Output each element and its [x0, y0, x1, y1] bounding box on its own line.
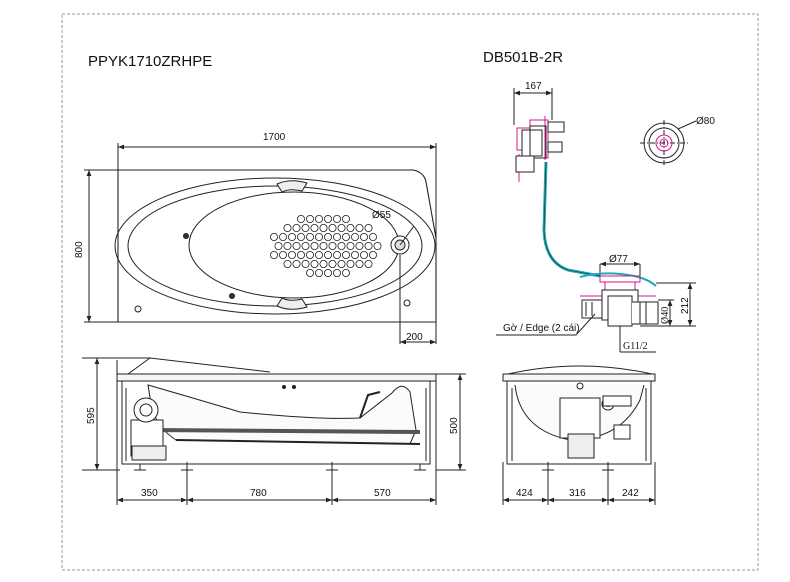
massage-dot-grid — [269, 214, 382, 277]
massage-dot — [278, 232, 287, 241]
massage-dot — [269, 250, 278, 259]
massage-dot — [283, 241, 292, 250]
massage-dot — [310, 241, 319, 250]
massage-dot — [355, 223, 364, 232]
massage-dot — [278, 250, 287, 259]
massage-dot — [305, 268, 314, 277]
massage-dot — [332, 214, 341, 223]
massage-dot — [283, 223, 292, 232]
dim-length: 1700 — [263, 132, 286, 143]
massage-dot — [346, 223, 355, 232]
massage-dot — [337, 259, 346, 268]
massage-dot — [350, 250, 359, 259]
massage-dot — [323, 214, 332, 223]
pipe-diameter-label: Ø40 — [660, 307, 671, 324]
massage-dot — [283, 259, 292, 268]
massage-dot — [341, 232, 350, 241]
tub-model-title: PPYK1710ZRHPE — [88, 53, 212, 70]
massage-dot — [368, 250, 377, 259]
tub-top-view — [84, 143, 437, 345]
massage-dot — [274, 241, 283, 250]
massage-dot — [314, 250, 323, 259]
dim-end-left: 424 — [516, 488, 533, 499]
massage-dot — [319, 241, 328, 250]
edge-label: Gờ / Edge (2 cái) — [503, 323, 580, 334]
massage-dot — [314, 214, 323, 223]
massage-dot — [328, 259, 337, 268]
massage-dot — [310, 259, 319, 268]
tub-side-view — [82, 357, 466, 505]
massage-dot — [296, 232, 305, 241]
dim-side-middle: 780 — [250, 488, 267, 499]
dim-side-left: 350 — [141, 488, 158, 499]
massage-dot — [337, 241, 346, 250]
massage-dot — [346, 241, 355, 250]
massage-dot — [301, 223, 310, 232]
massage-dot — [319, 223, 328, 232]
massage-dot — [332, 232, 341, 241]
drain-model-title: DB501B-2R — [483, 49, 563, 66]
massage-dot — [305, 250, 314, 259]
massage-dot — [301, 241, 310, 250]
dim-side-height: 595 — [86, 407, 97, 424]
massage-dot — [292, 223, 301, 232]
massage-dot — [341, 268, 350, 277]
massage-dot — [364, 241, 373, 250]
massage-dot — [296, 214, 305, 223]
dim-end-height: 500 — [449, 417, 460, 434]
massage-dot — [314, 232, 323, 241]
massage-dot — [314, 268, 323, 277]
massage-dot — [301, 259, 310, 268]
massage-dot — [269, 232, 278, 241]
massage-dot — [355, 241, 364, 250]
massage-dot — [287, 250, 296, 259]
dim-width: 800 — [74, 241, 85, 258]
massage-dot — [355, 259, 364, 268]
massage-dot — [292, 241, 301, 250]
massage-dot — [292, 259, 301, 268]
massage-dot — [296, 250, 305, 259]
massage-dot — [368, 232, 377, 241]
massage-dot — [305, 214, 314, 223]
drain-assembly-view — [496, 88, 697, 353]
overflow-diameter-label: Ø80 — [696, 116, 715, 127]
massage-dot — [323, 250, 332, 259]
massage-dot — [341, 250, 350, 259]
dim-hole-offset: 200 — [406, 332, 423, 343]
massage-dot — [373, 241, 382, 250]
massage-dot — [323, 232, 332, 241]
massage-dot — [337, 223, 346, 232]
massage-dot — [328, 223, 337, 232]
dim-end-right: 242 — [622, 488, 639, 499]
massage-dot — [305, 232, 314, 241]
massage-dot — [332, 250, 341, 259]
tub-end-view — [502, 365, 656, 505]
massage-dot — [364, 259, 373, 268]
massage-dot — [359, 250, 368, 259]
dim-end-middle: 316 — [569, 488, 586, 499]
massage-dot — [287, 232, 296, 241]
drain-diameter-label: Ø77 — [609, 254, 628, 265]
thread-label: G11/2 — [623, 341, 648, 352]
dim-overflow-offset: 167 — [525, 81, 542, 92]
massage-dot — [310, 223, 319, 232]
massage-dot — [323, 268, 332, 277]
massage-dot — [359, 232, 368, 241]
massage-dot — [346, 259, 355, 268]
hole-diameter-label: Ø55 — [372, 210, 391, 221]
massage-dot — [364, 223, 373, 232]
dim-side-right: 570 — [374, 488, 391, 499]
massage-dot — [341, 214, 350, 223]
massage-dot — [319, 259, 328, 268]
drawing-frame — [61, 13, 759, 571]
massage-dot — [350, 232, 359, 241]
massage-dot — [332, 268, 341, 277]
drain-height-label: 212 — [680, 297, 691, 314]
massage-dot — [328, 241, 337, 250]
